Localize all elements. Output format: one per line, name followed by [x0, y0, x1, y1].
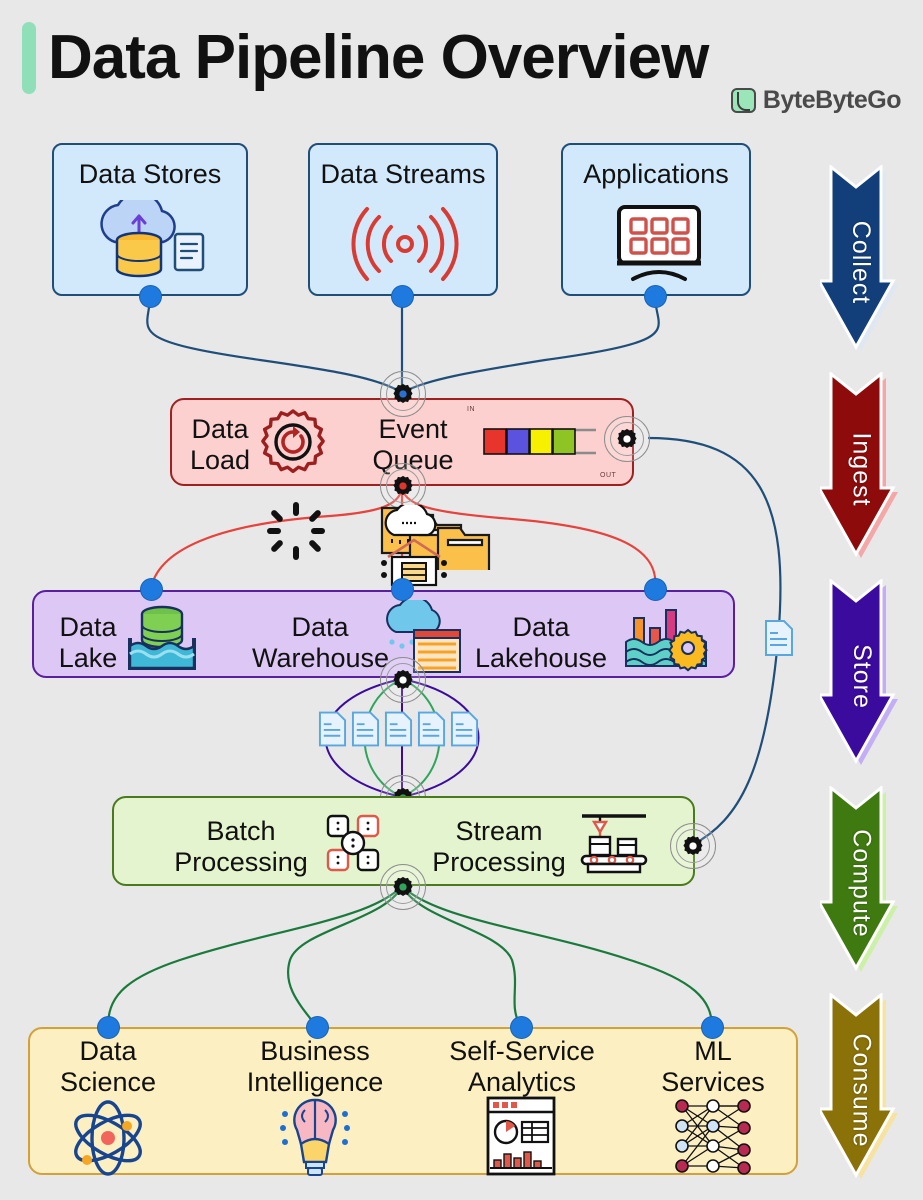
document-icon [417, 711, 446, 747]
monitor-apps-icon [617, 205, 701, 281]
gear-icon [393, 876, 413, 896]
pipeline-hub[interactable] [380, 657, 426, 703]
pipeline-hub[interactable] [380, 371, 426, 417]
connector-dot [392, 579, 413, 600]
source-box-applications[interactable]: Applications [561, 143, 751, 296]
stage-label: Store [847, 644, 876, 709]
pipeline-hub[interactable] [670, 823, 716, 869]
connector-dot [141, 579, 162, 600]
stage-arrow-compute: Compute [820, 786, 902, 981]
pipeline-hub[interactable] [604, 416, 650, 462]
stage-arrow-collect: Collect [820, 165, 902, 360]
source-label: Applications [583, 159, 729, 189]
page-title: Data Pipeline Overview [48, 23, 709, 92]
stage-label: Consume [847, 1033, 876, 1148]
stage-label: Ingest [847, 432, 876, 507]
connector-dot [307, 1017, 328, 1038]
connector-dot [702, 1017, 723, 1038]
queue-out-label: OUT [600, 472, 617, 479]
gear-icon [393, 383, 413, 403]
loading-spinner-icon [267, 502, 325, 560]
queue-in-label: IN [467, 406, 475, 413]
cloud-database-icon [100, 200, 205, 278]
pipeline-hub[interactable] [380, 864, 426, 910]
consume-band[interactable] [28, 1027, 798, 1175]
dashboard-report-icon [486, 1096, 556, 1176]
stage-label: Collect [847, 220, 876, 305]
brand-logo: ByteByteGo [730, 86, 902, 115]
gear-icon [393, 669, 413, 689]
document-icon [318, 711, 347, 747]
cloud-warehouse-icon [381, 505, 447, 587]
conveyor-belt-icon [580, 814, 648, 874]
gear-icon [683, 835, 703, 855]
signal-waves-icon [351, 207, 459, 281]
document-icon [765, 620, 793, 656]
bytebytego-mark-icon [730, 88, 756, 113]
connector-dot [98, 1017, 119, 1038]
source-box-data-streams[interactable]: Data Streams [308, 143, 498, 296]
stage-arrow-store: Store [820, 579, 902, 774]
atom-icon [74, 1100, 142, 1176]
connector-dot [392, 286, 413, 307]
document-icon [384, 711, 413, 747]
stage-arrow-ingest: Ingest [820, 372, 902, 567]
database-water-icon [128, 605, 196, 670]
title-accent-bar [22, 22, 36, 94]
batch-nodes-icon [326, 814, 380, 872]
pipeline-hub[interactable] [380, 463, 426, 509]
factory-gear-water-icon [625, 609, 708, 672]
document-icon [351, 711, 380, 747]
source-label: Data Streams [320, 159, 486, 189]
gear-icon [617, 428, 637, 448]
source-label: Data Stores [78, 159, 222, 189]
refresh-gear-icon [261, 409, 325, 474]
document-icon [450, 711, 479, 747]
source-box-data-stores[interactable]: Data Stores [52, 143, 248, 296]
cloud-warehouse-icon [386, 600, 461, 673]
connector-dot [645, 286, 666, 307]
neural-network-icon [675, 1099, 751, 1175]
queue-blocks-icon [483, 428, 596, 455]
brand-name: ByteByteGo [762, 86, 902, 114]
connector-dot [140, 286, 161, 307]
brain-bulb-icon [280, 1098, 350, 1176]
document-row [318, 710, 479, 748]
stage-arrow-consume: Consume [820, 993, 902, 1188]
connector-dot [645, 579, 666, 600]
stage-label: Compute [847, 829, 876, 938]
connector-dot [511, 1017, 532, 1038]
